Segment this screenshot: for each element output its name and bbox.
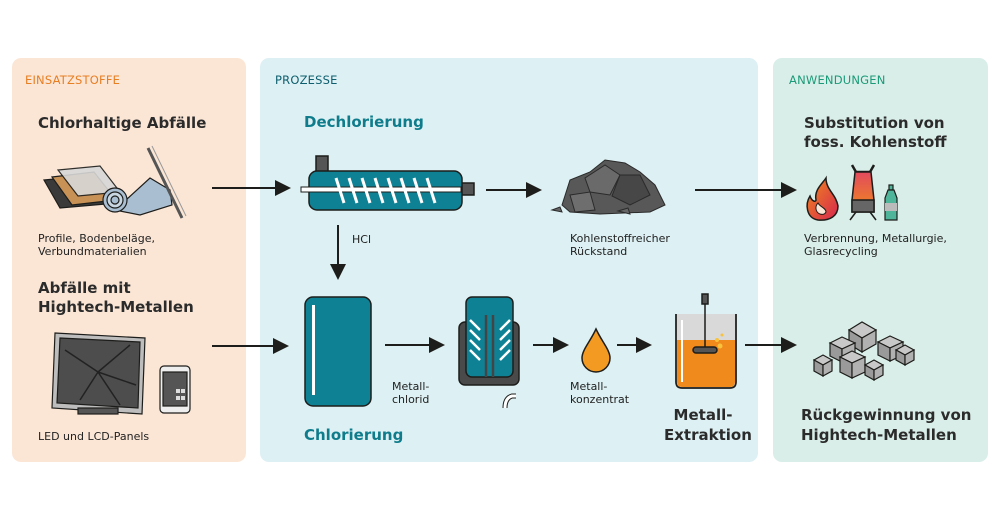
process-heading-extraktion-1: Metall- bbox=[673, 406, 733, 424]
chlorination-reactor-icon bbox=[304, 296, 372, 407]
application-heading-2b: Hightech-Metallen bbox=[801, 426, 957, 444]
residue-caption-2: Rückstand bbox=[570, 245, 628, 258]
coal-pile-icon bbox=[550, 159, 666, 215]
hcl-label: HCl bbox=[352, 233, 372, 246]
input-heading-chlorhaltige-abfaelle: Chlorhaltige Abfälle bbox=[38, 114, 207, 132]
broken-monitor-tablet-icon bbox=[51, 332, 191, 415]
furnace-icon bbox=[849, 164, 877, 221]
input-heading-hightech-2: Hightech-Metallen bbox=[38, 298, 194, 316]
application-caption-1b: Glasrecycling bbox=[804, 245, 878, 258]
application-heading-1b: foss. Kohlenstoff bbox=[804, 133, 947, 151]
flow-arrows bbox=[212, 180, 797, 354]
process-heading-extraktion-2: Extraktion bbox=[664, 426, 752, 444]
einsatzstoffe-title: EINSATZSTOFFE bbox=[25, 73, 121, 87]
process-heading-dechlorierung: Dechlorierung bbox=[304, 113, 424, 131]
input-caption-1a: Profile, Bodenbeläge, bbox=[38, 232, 155, 245]
application-heading-2a: Rückgewinnung von bbox=[801, 406, 972, 424]
stirred-tank-icon bbox=[675, 293, 737, 389]
drop-icon bbox=[581, 327, 611, 373]
metal-cubes-icon bbox=[812, 321, 916, 382]
metallkonzentrat-label-2: konzentrat bbox=[570, 393, 630, 406]
process-heading-chlorierung: Chlorierung bbox=[304, 426, 404, 444]
condenser-icon bbox=[458, 296, 520, 409]
input-caption-1b: Verbundmaterialien bbox=[38, 245, 147, 258]
anwendungen-title: ANWENDUNGEN bbox=[789, 73, 886, 87]
input-heading-hightech-1: Abfälle mit bbox=[38, 279, 131, 297]
prozesse-title: PROZESSE bbox=[275, 73, 338, 87]
metallkonzentrat-label-1: Metall- bbox=[570, 380, 608, 393]
metallchlorid-label-1: Metall- bbox=[392, 380, 430, 393]
flame-icon bbox=[806, 175, 839, 221]
plastic-sheets-roll-icon bbox=[43, 145, 187, 219]
bottle-icon bbox=[884, 184, 898, 221]
application-caption-1a: Verbrennung, Metallurgie, bbox=[804, 232, 947, 245]
screw-reactor-icon bbox=[300, 155, 475, 211]
residue-caption-1: Kohlenstoffreicher bbox=[570, 232, 670, 245]
input-caption-2: LED und LCD-Panels bbox=[38, 430, 150, 443]
application-heading-1a: Substitution von bbox=[804, 114, 945, 132]
metallchlorid-label-2: chlorid bbox=[392, 393, 430, 406]
anwendungen-panel bbox=[773, 58, 988, 462]
